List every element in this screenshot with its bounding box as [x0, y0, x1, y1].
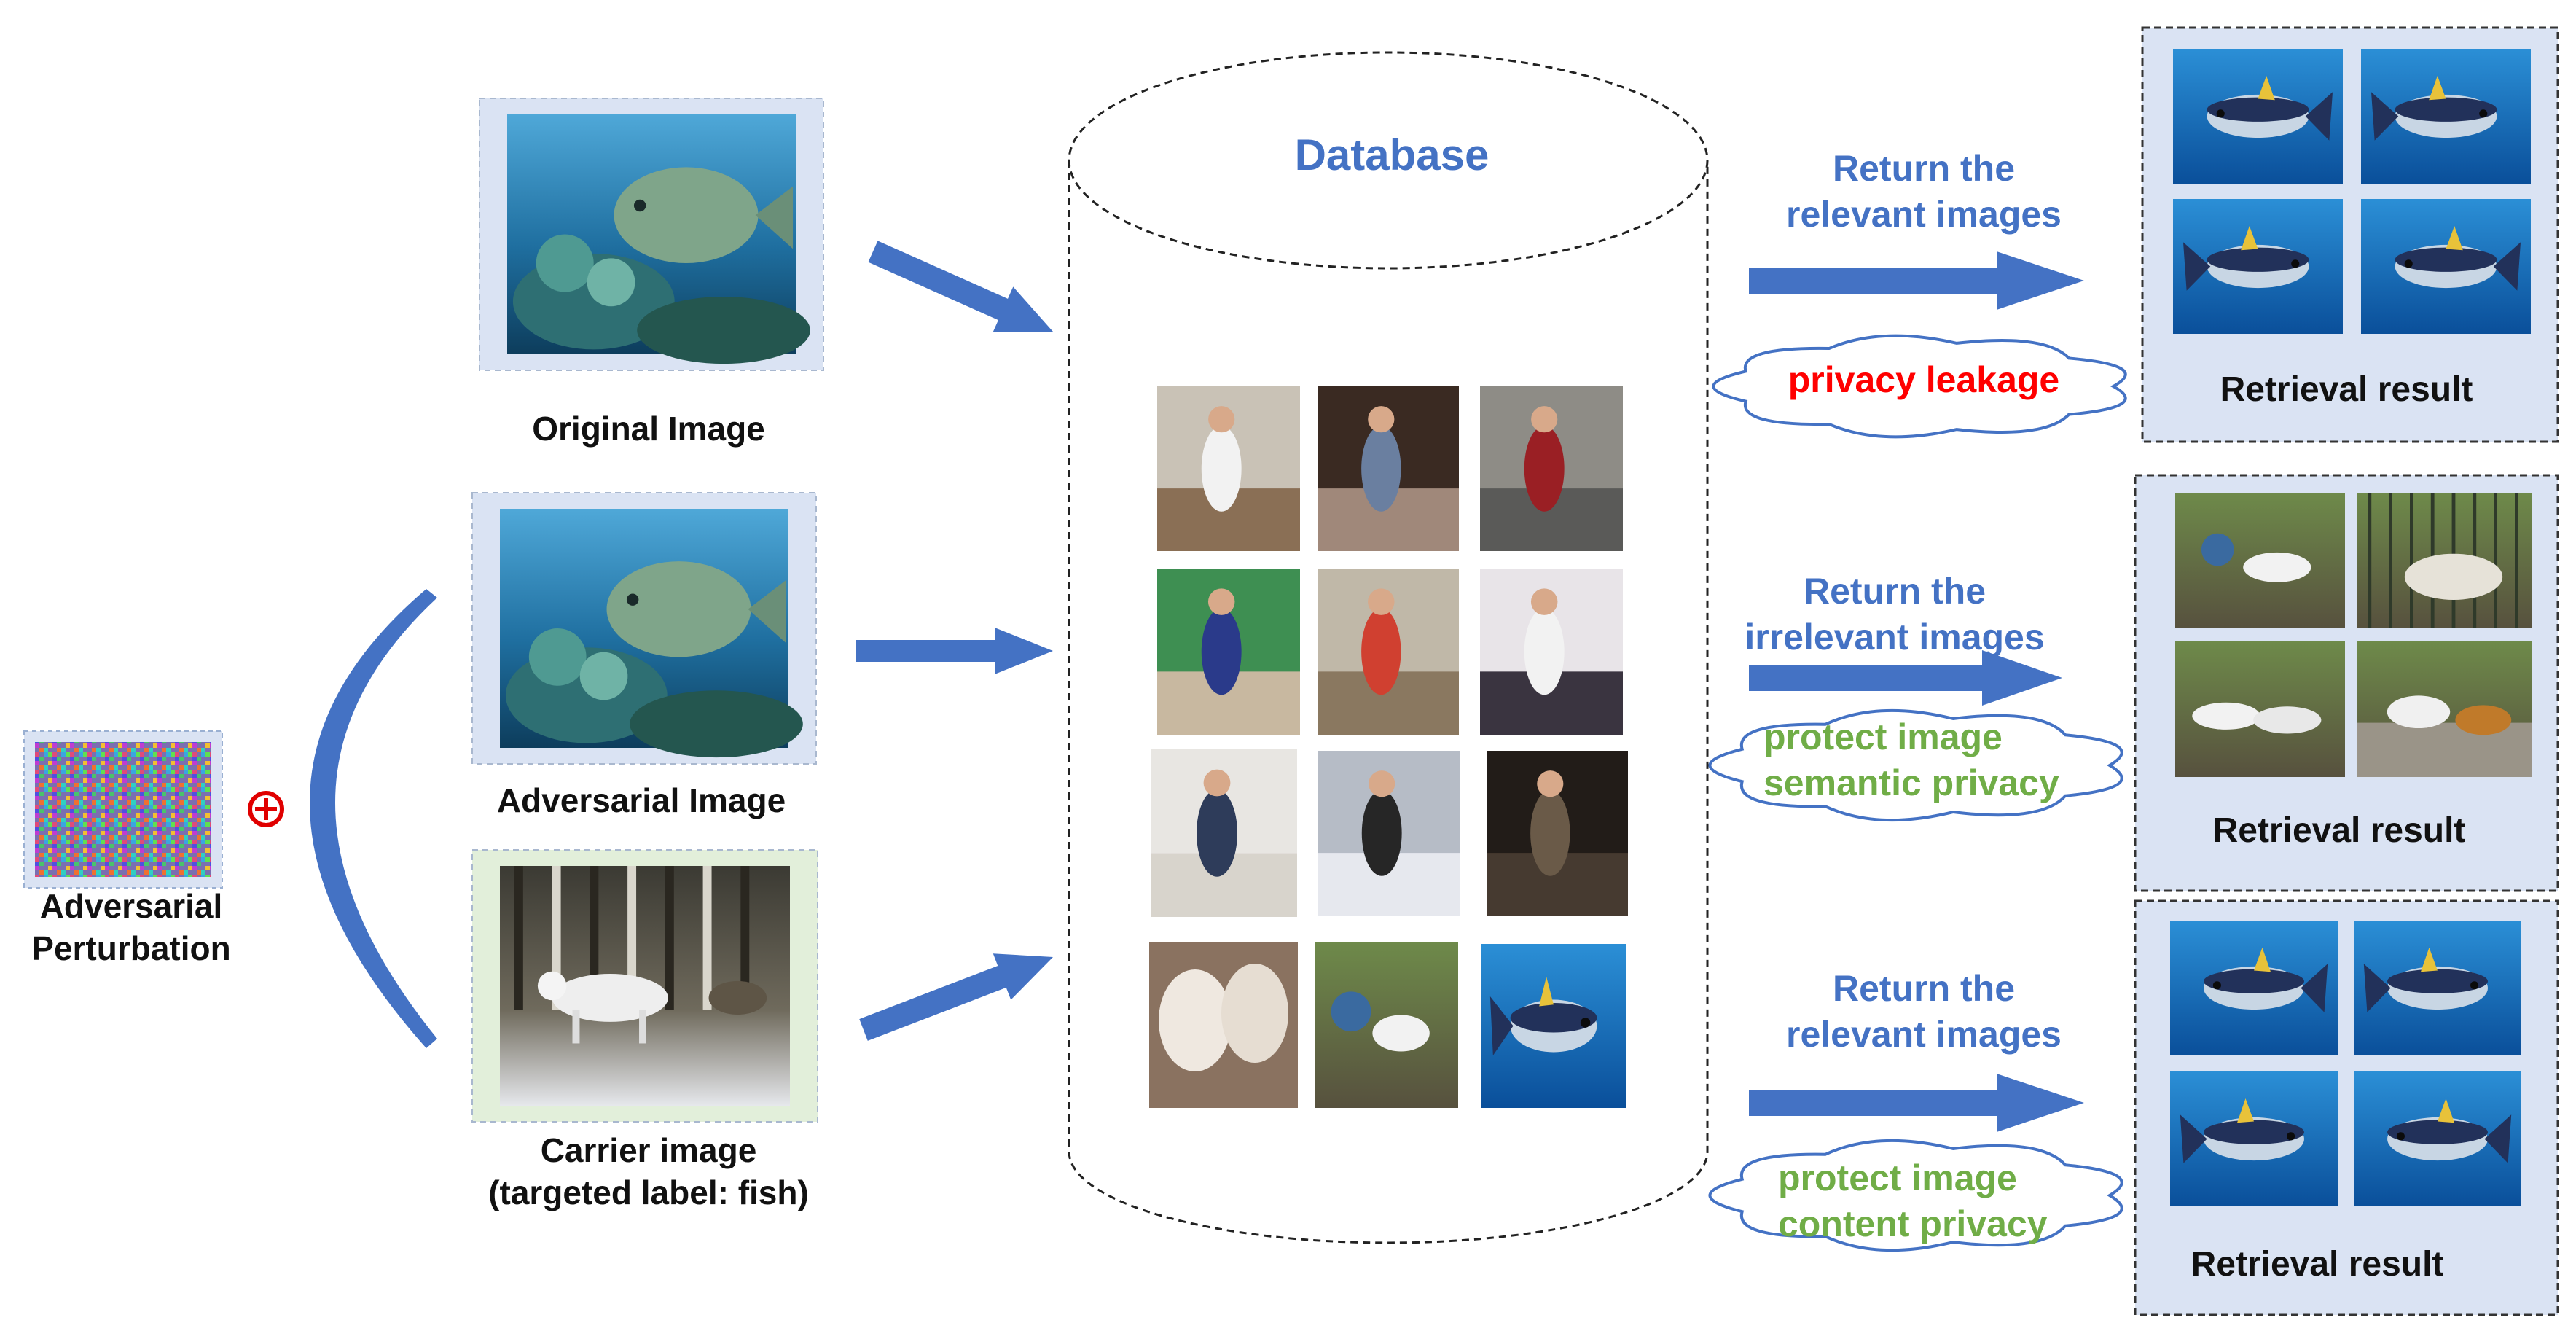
database-cylinder: [1068, 51, 1709, 1244]
database-thumbnail: [1481, 944, 1626, 1108]
arrow-carrier-to-database: [859, 953, 1053, 1041]
retrieval-result-label-2: Retrieval result: [2212, 811, 2466, 850]
result-thumbnail: [2173, 49, 2343, 184]
database-thumbnail: [1157, 569, 1300, 735]
database-thumbnail: [1318, 386, 1459, 551]
database-thumbnail: [1480, 569, 1623, 735]
result-thumbnail: [2170, 1071, 2338, 1206]
original-image-label: Original Image: [532, 410, 765, 448]
result-thumbnail: [2357, 641, 2532, 777]
database-title: Database: [1294, 130, 1489, 179]
database-thumbnail: [1318, 751, 1460, 916]
database-thumbnail: [1318, 569, 1459, 735]
adversarial-image: [500, 509, 803, 758]
adversarial-perturbation-label: Adversarial Perturbation: [31, 887, 231, 967]
database-thumbnail: [1151, 749, 1297, 917]
result-thumbnail: [2170, 921, 2338, 1055]
result-thumbnail: [2361, 49, 2531, 184]
carrier-image: [500, 866, 790, 1106]
bracket-arc: [310, 589, 437, 1048]
cloud-privacy-leakage: [1712, 334, 2127, 439]
cloud-semantic-privacy: [1708, 708, 2123, 822]
adversarial-image-label: Adversarial Image: [496, 781, 786, 819]
result-thumbnail: [2354, 921, 2521, 1055]
perturbation-noise-image: [35, 742, 211, 877]
database-thumbnail: [1149, 942, 1298, 1108]
carrier-image-label: Carrier image (targeted label: fish): [488, 1131, 809, 1211]
arrow-adversarial-to-database: [856, 628, 1053, 674]
plus-icon: [248, 791, 284, 827]
arrow-return-relevant-2: [1749, 1074, 2084, 1132]
database-thumbnail: [1315, 942, 1458, 1108]
database-thumbnail: [1157, 386, 1300, 551]
cloud-privacy-leakage-text: privacy leakage: [1788, 359, 2060, 400]
database-thumbnail: [1487, 751, 1628, 916]
result-thumbnail: [2354, 1071, 2521, 1206]
database-thumbnail: [1480, 386, 1623, 551]
arrow-return-irrelevant: [1749, 650, 2062, 706]
original-image: [507, 114, 810, 364]
arrow-return-relevant-1: [1749, 251, 2084, 310]
arrow-original-to-database: [868, 241, 1053, 332]
result-thumbnail: [2357, 493, 2532, 628]
result-thumbnail: [2175, 493, 2345, 628]
result-thumbnail: [2173, 199, 2343, 334]
retrieval-result-label-1: Retrieval result: [2220, 370, 2473, 409]
result-thumbnail: [2175, 641, 2345, 777]
retrieval-result-label-3: Retrieval result: [2191, 1245, 2444, 1284]
cloud-content-privacy: [1708, 1139, 2123, 1252]
result-thumbnail: [2361, 199, 2531, 334]
